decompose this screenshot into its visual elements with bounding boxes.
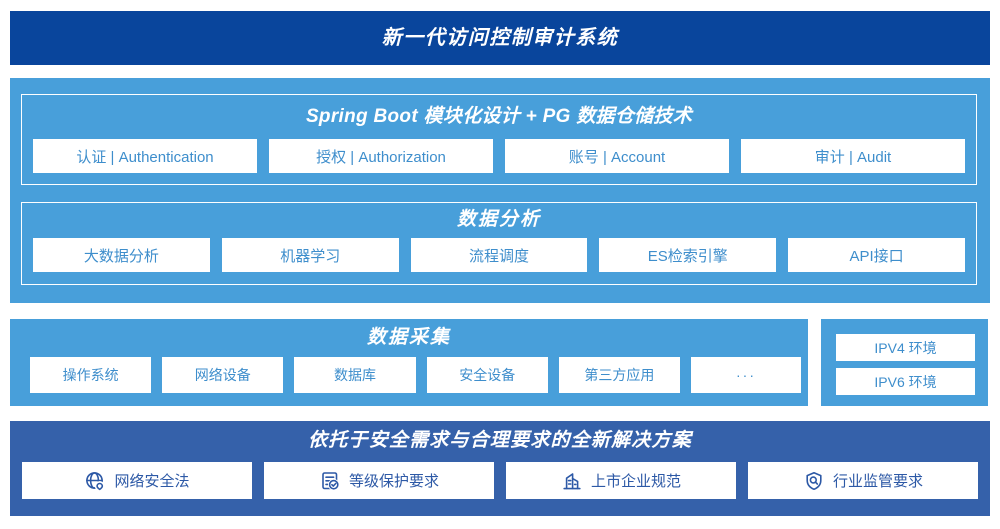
operating-system-box: 操作系统 bbox=[30, 357, 152, 393]
page-title: 新一代访问控制审计系统 bbox=[10, 11, 990, 65]
workflow-scheduling-box: 流程调度 bbox=[410, 238, 588, 272]
listed-company-box: 上市企业规范 bbox=[506, 462, 736, 499]
machine-learning-box: 机器学习 bbox=[221, 238, 399, 272]
data-collection-title: 数据采集 bbox=[366, 327, 451, 348]
data-collection-panel: 数据采集 操作系统 网络设备 数据库 安全设备 第三方应用 ··· bbox=[10, 319, 808, 406]
ellipsis-box: ··· bbox=[691, 357, 802, 393]
listed-company-label: 上市企业规范 bbox=[590, 473, 681, 490]
classified-protection-box: 等级保护要求 bbox=[264, 462, 494, 499]
springboot-box-row: 认证 | Authentication 授权 | Authorization 账… bbox=[22, 139, 976, 173]
springboot-group-title: Spring Boot 模块化设计 + PG 数据仓储技术 bbox=[305, 105, 693, 127]
account-box: 账号 | Account bbox=[505, 139, 729, 173]
es-search-engine-box: ES检索引擎 bbox=[599, 238, 777, 272]
solution-title: 依托于安全需求与合理要求的全新解决方案 bbox=[308, 430, 692, 451]
database-box: 数据库 bbox=[294, 357, 416, 393]
network-device-box: 网络设备 bbox=[162, 357, 284, 393]
industry-regulation-box: 行业监管要求 bbox=[748, 462, 978, 499]
authorization-box: 授权 | Authorization bbox=[269, 139, 493, 173]
ip-environment-panel: IPV4 环境 IPV6 环境 bbox=[821, 319, 988, 406]
springboot-group: Spring Boot 模块化设计 + PG 数据仓储技术 认证 | Authe… bbox=[21, 94, 977, 185]
api-interface-box: API接口 bbox=[788, 238, 965, 272]
third-party-app-box: 第三方应用 bbox=[558, 357, 681, 393]
platform-panel: Spring Boot 模块化设计 + PG 数据仓储技术 认证 | Authe… bbox=[10, 78, 990, 303]
classified-protection-label: 等级保护要求 bbox=[348, 473, 439, 490]
globe-icon bbox=[86, 471, 106, 491]
solution-panel: 依托于安全需求与合理要求的全新解决方案 网络安全法 bbox=[10, 421, 990, 516]
solution-box-row: 网络安全法 等级保护要求 bbox=[10, 462, 990, 499]
ipv6-environment-box: IPV6 环境 bbox=[836, 368, 975, 395]
data-analysis-box-row: 大数据分析 机器学习 流程调度 ES检索引擎 API接口 bbox=[22, 238, 976, 272]
audit-box: 审计 | Audit bbox=[741, 139, 965, 173]
shield-search-icon bbox=[806, 471, 822, 490]
security-device-box: 安全设备 bbox=[426, 357, 548, 393]
network-security-law-box: 网络安全法 bbox=[22, 462, 252, 499]
auth-box: 认证 | Authentication bbox=[33, 139, 257, 173]
bigdata-analysis-box: 大数据分析 bbox=[33, 238, 210, 272]
industry-regulation-label: 行业监管要求 bbox=[832, 473, 923, 490]
ipv4-environment-box: IPV4 环境 bbox=[836, 334, 975, 361]
network-security-law-label: 网络安全法 bbox=[114, 473, 190, 490]
data-collection-box-row: 操作系统 网络设备 数据库 安全设备 第三方应用 ··· bbox=[10, 357, 808, 393]
data-analysis-group: 数据分析 大数据分析 机器学习 流程调度 ES检索引擎 API接口 bbox=[21, 202, 977, 285]
data-analysis-group-title: 数据分析 bbox=[456, 209, 541, 230]
document-check-icon bbox=[322, 471, 340, 490]
building-icon bbox=[563, 472, 581, 489]
